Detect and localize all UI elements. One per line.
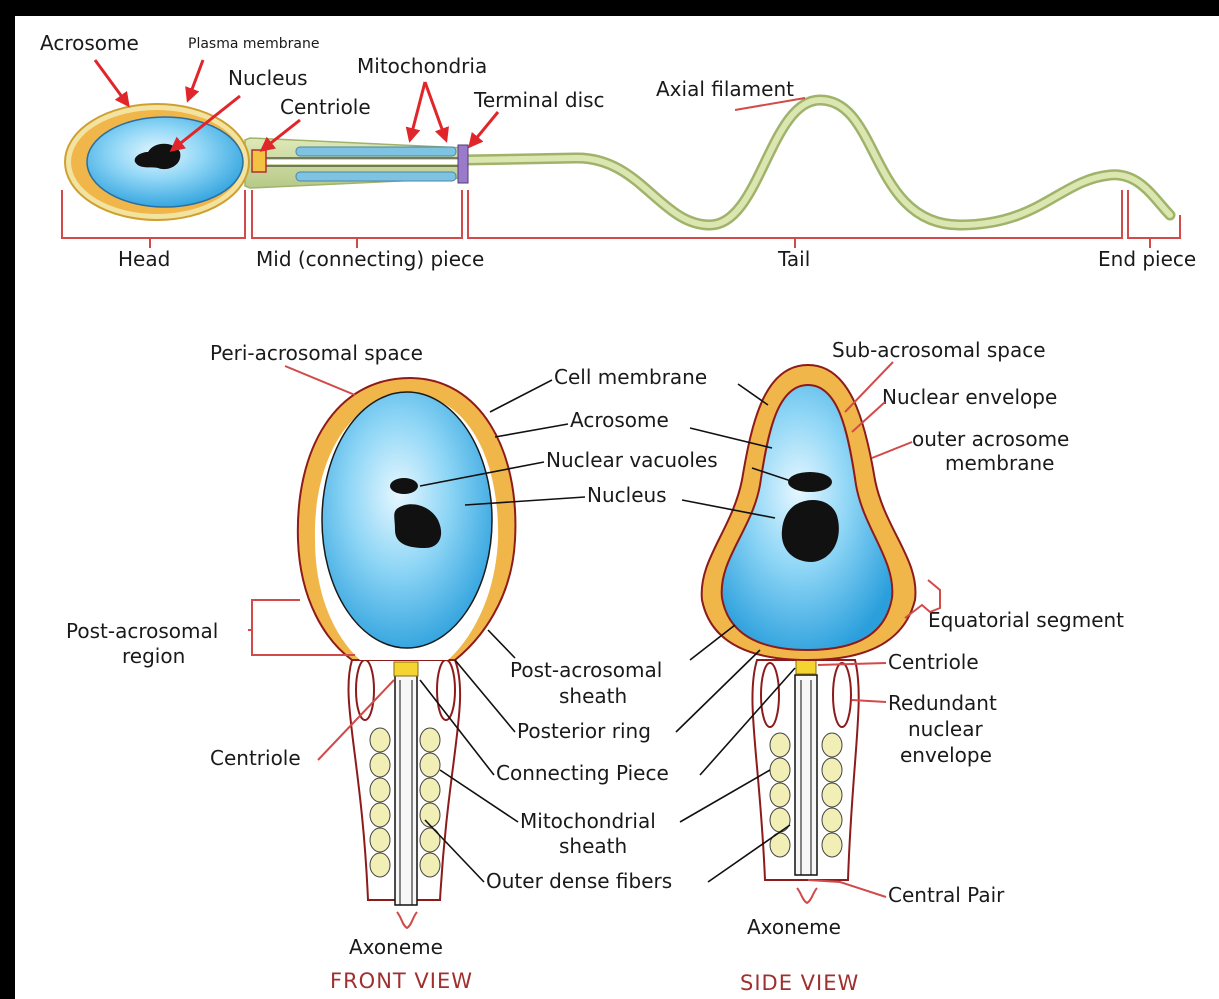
label-sub-acrosomal-space: Sub-acrosomal space bbox=[832, 338, 1046, 362]
front-nuclear-vacuole bbox=[390, 478, 418, 494]
section-head: Head bbox=[118, 247, 170, 271]
label-peri-acrosomal-space: Peri-acrosomal space bbox=[210, 341, 423, 365]
label-nuclear-envelope: Nuclear envelope bbox=[882, 385, 1057, 409]
label-nuclear-vacuoles: Nuclear vacuoles bbox=[546, 448, 718, 472]
section-end-piece: End piece bbox=[1098, 247, 1196, 271]
label-connecting-piece: Connecting Piece bbox=[496, 761, 669, 785]
label-central-pair: Central Pair bbox=[888, 883, 1005, 907]
label-equatorial-segment: Equatorial segment bbox=[928, 608, 1124, 632]
label-centriole-side: Centriole bbox=[888, 650, 979, 674]
label-posterior-ring: Posterior ring bbox=[517, 719, 651, 743]
label-redundant-nuclear-envelope-2: nuclear bbox=[908, 717, 983, 741]
side-axoneme bbox=[795, 675, 817, 875]
label-acrosome-top: Acrosome bbox=[40, 31, 139, 55]
label-mitochondria: Mitochondria bbox=[357, 54, 487, 78]
side-centriole bbox=[796, 660, 816, 674]
front-view-title: FRONT VIEW bbox=[330, 969, 473, 993]
label-plasma-membrane: Plasma membrane bbox=[188, 36, 319, 52]
top-sperm-diagram: Acrosome Plasma membrane Nucleus Centrio… bbox=[40, 31, 1196, 271]
label-acrosome-shared: Acrosome bbox=[570, 408, 669, 432]
front-centriole bbox=[394, 662, 418, 676]
label-outer-acrosome-membrane-2: membrane bbox=[945, 451, 1054, 475]
label-mitochondrial-sheath-2: sheath bbox=[559, 834, 627, 858]
label-axoneme-front: Axoneme bbox=[349, 935, 443, 959]
label-outer-dense-fibers: Outer dense fibers bbox=[486, 869, 672, 893]
section-mid-piece: Mid (connecting) piece bbox=[256, 247, 484, 271]
label-redundant-nuclear-envelope-1: Redundant bbox=[888, 691, 997, 715]
label-outer-acrosome-membrane-1: outer acrosome bbox=[912, 427, 1069, 451]
label-post-acrosomal-region-1: Post-acrosomal bbox=[66, 619, 218, 643]
side-view-title: SIDE VIEW bbox=[740, 971, 859, 995]
label-cell-membrane: Cell membrane bbox=[554, 365, 707, 389]
label-axial-filament: Axial filament bbox=[656, 77, 794, 101]
label-post-acrosomal-sheath-1: Post-acrosomal bbox=[510, 658, 662, 682]
tail-shape bbox=[465, 100, 1170, 225]
diagram-canvas: Acrosome Plasma membrane Nucleus Centrio… bbox=[15, 16, 1219, 999]
label-centriole-top: Centriole bbox=[280, 95, 371, 119]
label-nucleus-top: Nucleus bbox=[228, 66, 308, 90]
label-nucleus-shared: Nucleus bbox=[587, 483, 667, 507]
centriole-mark bbox=[252, 150, 266, 172]
label-terminal-disc: Terminal disc bbox=[473, 88, 605, 112]
front-view-diagram: Peri-acrosomal space Post-acrosomal regi… bbox=[66, 341, 515, 993]
front-axoneme bbox=[395, 675, 417, 905]
label-mitochondrial-sheath-1: Mitochondrial bbox=[520, 809, 656, 833]
side-nucleus-chromatin bbox=[782, 500, 839, 562]
label-post-acrosomal-region-2: region bbox=[122, 644, 185, 668]
terminal-disc bbox=[458, 145, 468, 183]
label-redundant-nuclear-envelope-3: envelope bbox=[900, 743, 992, 767]
sperm-anatomy-diagram: Acrosome Plasma membrane Nucleus Centrio… bbox=[15, 16, 1219, 999]
side-nuclear-vacuole bbox=[788, 472, 832, 492]
label-axoneme-side: Axoneme bbox=[747, 915, 841, 939]
section-tail: Tail bbox=[777, 247, 810, 271]
side-view-diagram: Sub-acrosomal space Nuclear envelope out… bbox=[702, 338, 1124, 995]
label-centriole-front: Centriole bbox=[210, 746, 301, 770]
label-post-acrosomal-sheath-2: sheath bbox=[559, 684, 627, 708]
